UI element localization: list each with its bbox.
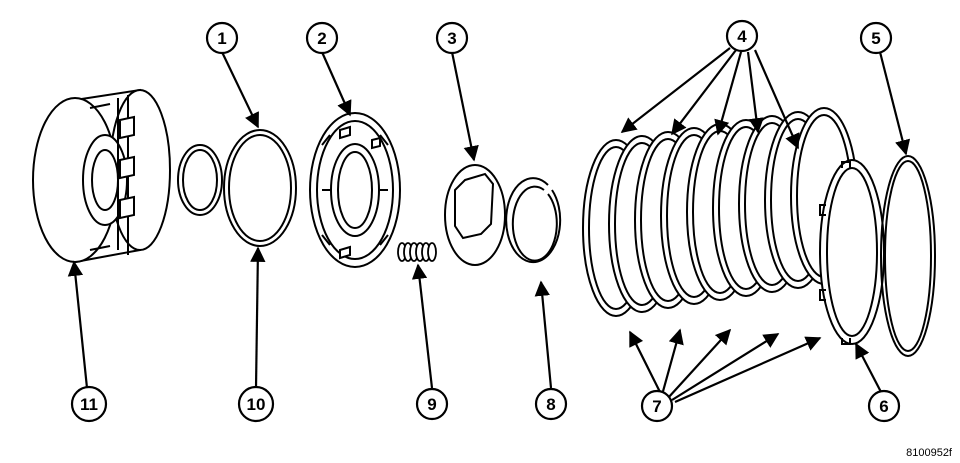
return-spring xyxy=(397,242,437,262)
clutch-housing xyxy=(32,88,171,264)
callout-6: 6 xyxy=(867,389,901,423)
svg-text:8: 8 xyxy=(546,395,555,414)
svg-text:3: 3 xyxy=(447,29,456,48)
svg-text:2: 2 xyxy=(317,29,326,48)
svg-text:10: 10 xyxy=(247,395,266,414)
snap-ring xyxy=(505,177,562,264)
svg-text:11: 11 xyxy=(80,395,98,414)
pressure-plate xyxy=(819,159,885,345)
svg-text:7: 7 xyxy=(652,397,661,416)
large-snap-ring xyxy=(880,155,936,357)
leader-arrows xyxy=(67,47,911,404)
callout-8: 8 xyxy=(534,387,568,421)
clutch-piston xyxy=(309,112,401,268)
callout-11: 11 xyxy=(70,385,108,423)
callout-10: 10 xyxy=(237,385,275,423)
callout-2: 2 xyxy=(305,21,339,55)
svg-text:6: 6 xyxy=(879,397,888,416)
small-seal-ring xyxy=(177,144,223,216)
svg-text:9: 9 xyxy=(427,395,436,414)
spring-retainer xyxy=(444,164,506,266)
svg-text:4: 4 xyxy=(737,27,747,46)
clutch-pack-plates xyxy=(582,107,858,317)
callout-9: 9 xyxy=(415,387,449,421)
callout-1: 1 xyxy=(205,21,239,55)
callout-7: 7 xyxy=(640,389,674,423)
svg-text:5: 5 xyxy=(871,29,880,48)
callout-3: 3 xyxy=(435,21,469,55)
callout-4: 4 xyxy=(725,19,759,53)
callout-5: 5 xyxy=(859,21,893,55)
large-seal-ring xyxy=(223,129,297,247)
svg-text:1: 1 xyxy=(217,29,226,48)
figure-code: 8100952f xyxy=(906,447,952,459)
